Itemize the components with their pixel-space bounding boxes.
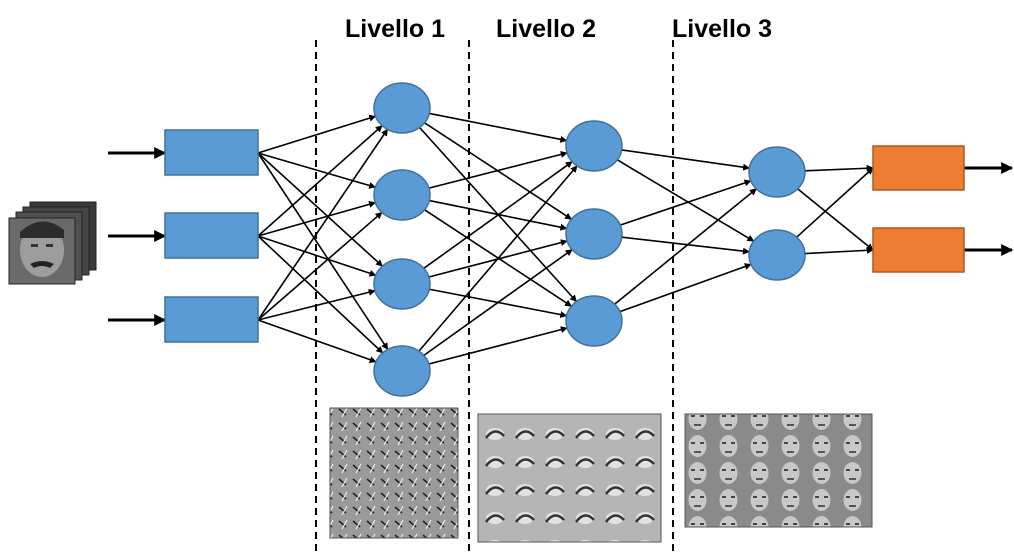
connection-arrow	[423, 248, 573, 357]
connection-arrow	[621, 149, 751, 171]
layer-labels: Livello 1 Livello 2 Livello 3	[345, 15, 772, 43]
level3-feature-grid	[684, 413, 873, 528]
connection-arrow	[804, 164, 874, 172]
connection-arrow	[257, 200, 376, 237]
hidden-node	[565, 120, 623, 172]
hidden-layer-3	[748, 146, 806, 281]
connection-arrow	[257, 128, 389, 321]
hidden-layer-2	[565, 120, 623, 347]
connection-arrow	[797, 188, 874, 251]
connection-arrow	[257, 211, 383, 321]
connection-arrow	[418, 165, 578, 352]
layer-label-1: Livello 1	[345, 15, 445, 43]
connection-arrow	[619, 179, 752, 226]
input-node	[164, 129, 259, 176]
connection-arrow	[804, 246, 874, 255]
hidden-node	[565, 295, 623, 347]
level2-feature-grid	[477, 413, 662, 543]
hidden-node	[373, 345, 431, 397]
connection-arrow	[257, 235, 384, 354]
output-arrows	[964, 162, 1014, 256]
input-face-photo	[8, 201, 97, 285]
connection-arrow	[619, 263, 752, 313]
output-node	[872, 227, 965, 273]
hidden-node	[748, 146, 806, 198]
connection-arrow	[257, 114, 377, 154]
input-node	[164, 296, 259, 343]
layer-separators	[315, 40, 674, 552]
connection-arrow	[616, 159, 755, 242]
connection-arrow	[428, 151, 568, 189]
hidden-node	[373, 82, 431, 134]
output-layer	[872, 145, 965, 273]
connection-arrow	[257, 288, 376, 321]
hidden-node	[748, 229, 806, 281]
input-node	[164, 212, 259, 259]
connection-arrow	[429, 112, 568, 143]
hidden-node	[373, 258, 431, 310]
input-arrows	[108, 147, 167, 326]
hidden-node	[565, 208, 623, 260]
connection-arrow	[621, 236, 750, 255]
connection-arrow	[257, 152, 377, 189]
connections	[257, 112, 874, 365]
connection-arrow	[257, 235, 377, 277]
layer-label-3: Livello 3	[672, 15, 772, 43]
level1-feature-grid	[329, 407, 459, 539]
hidden-node	[373, 169, 431, 221]
hidden-layer-1	[373, 82, 431, 397]
connection-arrow	[257, 319, 377, 363]
connection-arrow	[423, 161, 573, 269]
connection-arrow	[257, 125, 383, 237]
connection-arrow	[614, 188, 757, 305]
output-node	[872, 145, 965, 191]
connection-arrow	[796, 167, 874, 238]
connection-arrow	[428, 326, 568, 365]
input-layer	[164, 129, 259, 343]
connection-arrow	[257, 152, 383, 267]
layer-label-2: Livello 2	[496, 15, 596, 43]
connection-arrow	[257, 152, 389, 351]
